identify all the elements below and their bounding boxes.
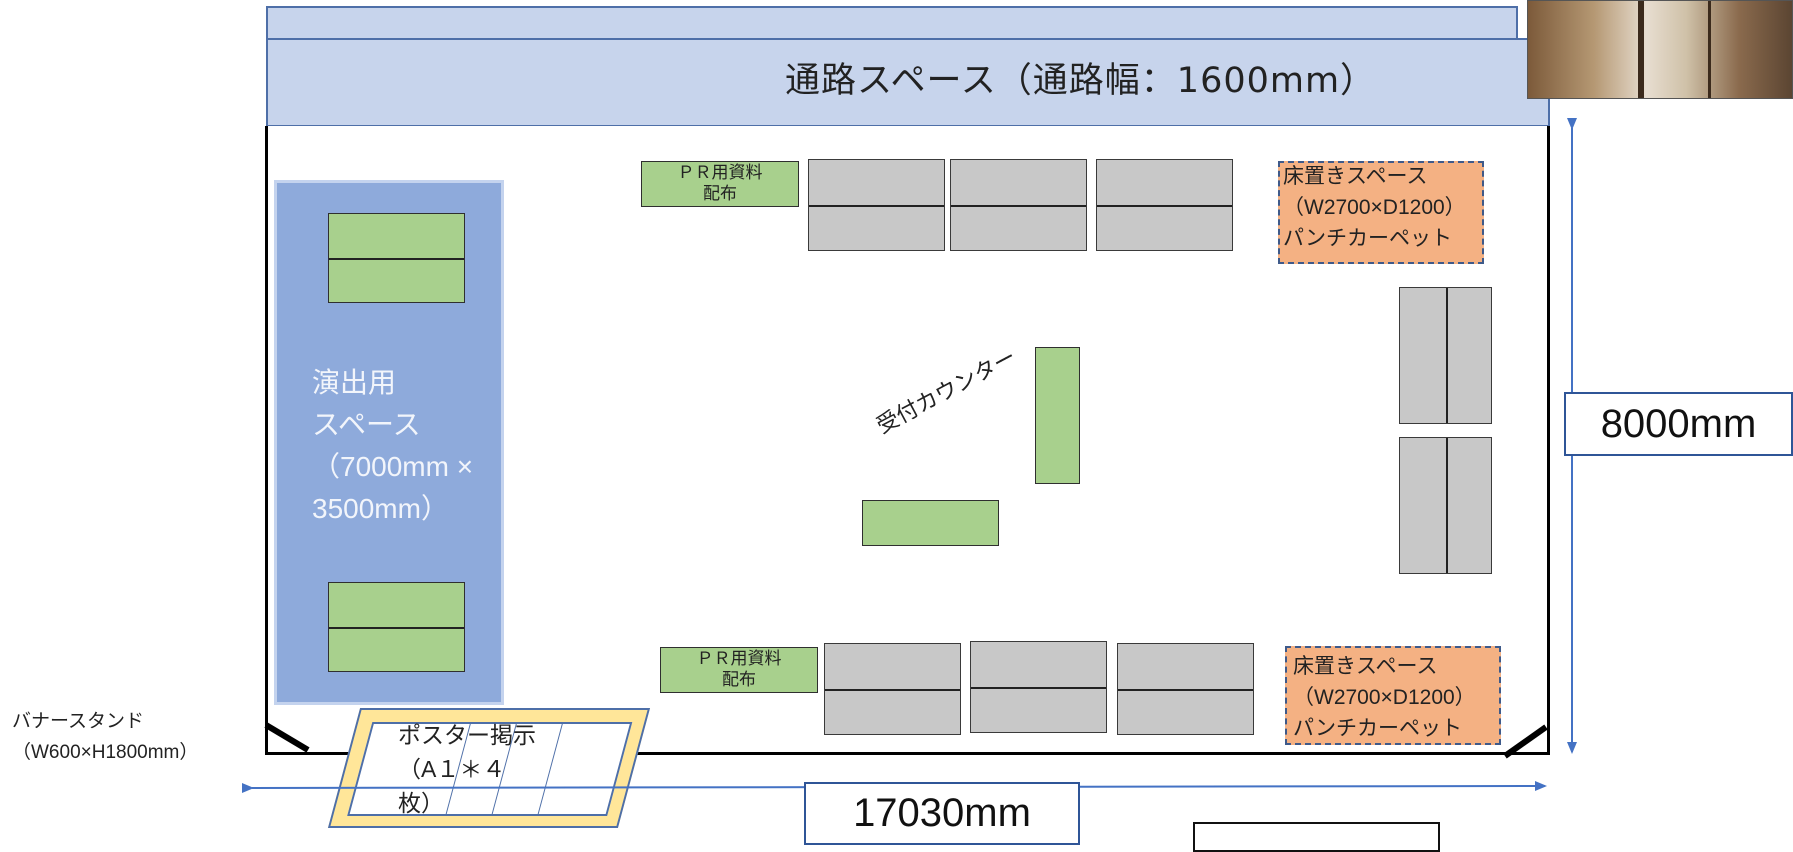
floor-space-top bbox=[1278, 161, 1484, 264]
aisle-label: 通路スペース（通路幅：1600mm） bbox=[785, 61, 1377, 101]
display-table-top-1 bbox=[808, 159, 945, 251]
banner-stand-label: バナースタンド （W600×H1800mm） bbox=[12, 711, 199, 763]
reception-counter-horizontal bbox=[862, 500, 999, 546]
floor-space-bottom bbox=[1285, 646, 1501, 745]
reference-photo bbox=[1527, 0, 1793, 99]
display-table-right-1 bbox=[1399, 287, 1492, 424]
aisle-space bbox=[266, 38, 1550, 127]
poster-divider bbox=[537, 724, 563, 814]
height-dimension-label: 8000mm bbox=[1564, 392, 1793, 456]
floor-space-top-label: 床置きスペース （W2700×D1200） パンチカーペット bbox=[1283, 165, 1466, 250]
pr-table-bottom bbox=[660, 647, 818, 693]
photo-detail bbox=[1638, 1, 1644, 98]
reception-counter-vertical bbox=[1035, 347, 1080, 484]
display-table-bottom-3 bbox=[1117, 643, 1254, 735]
stage-label: 演出用 スペース （7000mm × 3500mm） bbox=[312, 367, 474, 524]
pr-table-bottom-label: ＰＲ用資料 配布 bbox=[696, 649, 782, 689]
floor-space-bottom-label: 床置きスペース （W2700×D1200） パンチカーペット bbox=[1293, 655, 1476, 740]
photo-detail bbox=[1708, 1, 1711, 98]
display-table-top-3 bbox=[1096, 159, 1233, 251]
width-dimension-label: 17030mm bbox=[804, 782, 1080, 845]
display-table-bottom-2 bbox=[970, 641, 1107, 733]
pr-table-top bbox=[641, 161, 799, 207]
partial-box bbox=[1193, 822, 1440, 852]
display-table-right-2 bbox=[1399, 437, 1492, 574]
display-table-top-2 bbox=[950, 159, 1087, 251]
aisle-top-band bbox=[266, 6, 1518, 40]
stage-table-bottom bbox=[328, 582, 465, 672]
pr-table-top-label: ＰＲ用資料 配布 bbox=[677, 163, 763, 203]
poster-label: ポスター掲示 （A１＊４ 枚） bbox=[398, 722, 536, 816]
stage-table-top bbox=[328, 213, 465, 303]
display-table-bottom-1 bbox=[824, 643, 961, 735]
